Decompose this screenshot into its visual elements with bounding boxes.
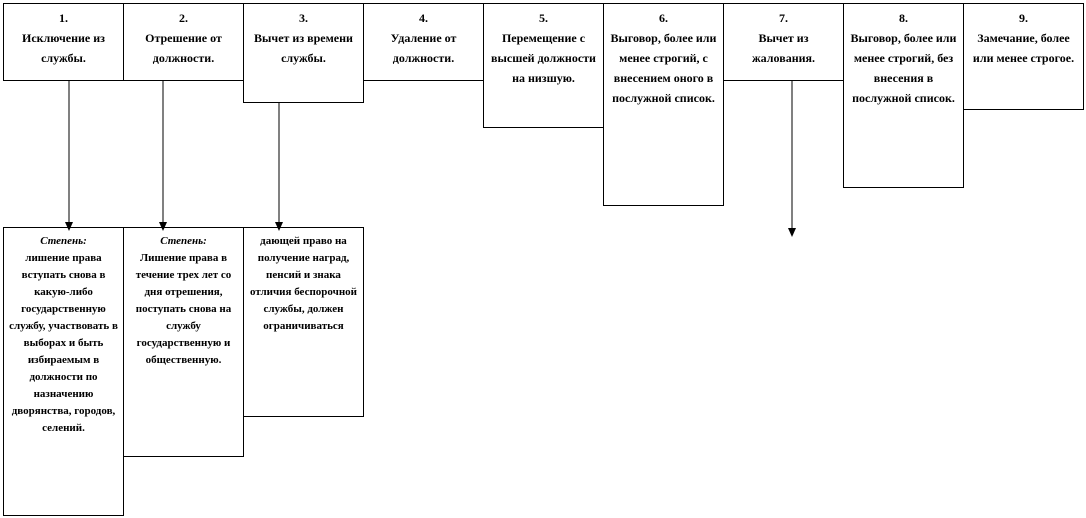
punishment-number: 5. [539,11,548,25]
arrow-7-head [788,228,796,237]
punishment-box-4: 4. Удаление от должности. [363,3,484,81]
degree-box-1: Степень: лишение права вступать снова в … [3,227,124,516]
punishment-number: 7. [779,11,788,25]
degree-label: Степень: [40,235,87,247]
punishment-box-6: 6. Выговор, более или менее строгий, с в… [603,3,724,206]
punishment-box-9: 9. Замечание, более или менее строгое. [963,3,1084,110]
degree-box-2: Степень: Лишение права в течение трех ле… [123,227,244,457]
punishment-number: 3. [299,11,308,25]
punishment-box-1: 1. Исключение из службы. [3,3,124,81]
punishment-box-8: 8. Выговор, более или менее строгий, без… [843,3,964,188]
punishment-box-7: 7. Вычет из жалования. [723,3,844,81]
punishment-text: Исключение из службы. [21,31,105,65]
punishment-text: Замечание, более или менее строгое. [972,31,1075,65]
punishment-box-5: 5. Перемещение с высшей должности на низ… [483,3,604,128]
punishment-text: Отрешение от должности. [145,31,222,65]
punishment-number: 4. [419,11,428,25]
punishment-box-2: 2. Отрешение от должности. [123,3,244,81]
punishment-number: 2. [179,11,188,25]
punishment-text: Перемещение с высшей должности на низшую… [491,31,596,85]
degree-text: Лишение права в течение трех лет со дня … [135,252,232,366]
punishment-number: 8. [899,11,908,25]
degree-text: лишение права вступать снова в какую-либ… [9,252,118,434]
punishment-text: Выговор, более или менее строгий, без вн… [850,31,957,105]
punishment-text: Выговор, более или менее строгий, с внес… [610,31,717,105]
degree-label: Степень: [160,235,207,247]
punishment-text: Вычет из времени службы. [254,31,353,65]
punishment-box-3: 3. Вычет из времени службы. [243,3,364,103]
punishment-text: Вычет из жалования. [751,31,816,65]
punishment-number: 1. [59,11,68,25]
punishment-number: 9. [1019,11,1028,25]
punishment-number: 6. [659,11,668,25]
degree-box-3: дающей право на получение наград, пенсий… [243,227,364,417]
punishment-text: Удаление от должности. [390,31,457,65]
degree-text: дающей право на получение наград, пенсий… [249,235,358,332]
